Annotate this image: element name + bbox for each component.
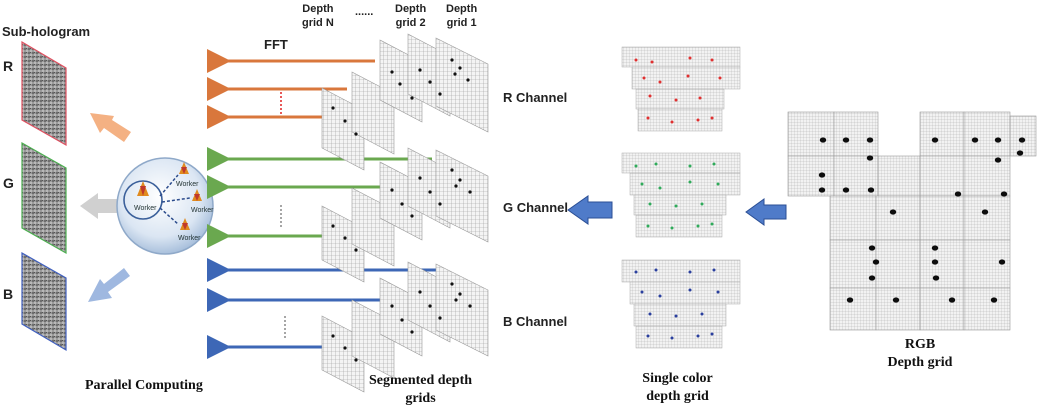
fft-lines-r [207, 49, 375, 129]
fft-label: FFT [264, 37, 288, 52]
channel-label-r: R Channel [503, 90, 568, 105]
sub-hologram-b [21, 251, 67, 352]
worker-icon [179, 162, 189, 174]
single-color-grid-r [621, 46, 741, 132]
caption-segmented: Segmented depth grids [368, 373, 473, 406]
arrow-left-icon [567, 195, 613, 225]
worker-label: Worker [134, 205, 157, 212]
worker-label: Worker [178, 235, 201, 242]
arrow-to-g-icon [80, 193, 122, 219]
single-color-grid-g [621, 152, 741, 238]
rgb-depth-grid [787, 111, 1037, 331]
sub-hologram-label-r: R [3, 58, 14, 74]
sub-hologram-label-g: G [3, 175, 14, 191]
arrow-to-r-icon [90, 113, 131, 142]
parallel-computing-sphere: Worker Worker Worker Worker [116, 157, 214, 255]
worker-icon [137, 181, 149, 196]
depth-header-n: Depth grid N [302, 3, 334, 29]
depth-header-1: Depth grid 1 [446, 3, 478, 29]
worker-icon [180, 218, 190, 230]
caption-single: Single color depth grid [642, 371, 713, 404]
arrow-to-b-icon [88, 268, 130, 302]
worker-label: Worker [176, 181, 199, 188]
depth-grids-r [321, 33, 489, 171]
caption-rgb: RGB Depth grid [887, 337, 953, 370]
sub-hologram-title: Sub-hologram [2, 24, 91, 39]
depth-header-2: Depth grid 2 [395, 3, 427, 29]
caption-parallel: Parallel Computing [85, 378, 203, 393]
arrow-left-icon [745, 198, 787, 226]
depth-grids-g [321, 147, 489, 283]
sub-hologram-g [21, 141, 67, 255]
sub-hologram-label-b: B [3, 286, 14, 302]
single-color-grid-b [621, 259, 741, 349]
worker-label: Worker [191, 207, 214, 214]
depth-header-dots: ...... [355, 6, 374, 18]
sub-hologram-r [21, 40, 67, 147]
channel-label-g: G Channel [503, 200, 569, 215]
channel-label-b: B Channel [503, 314, 568, 329]
worker-icon [192, 189, 202, 201]
depth-grids-b [321, 261, 489, 393]
